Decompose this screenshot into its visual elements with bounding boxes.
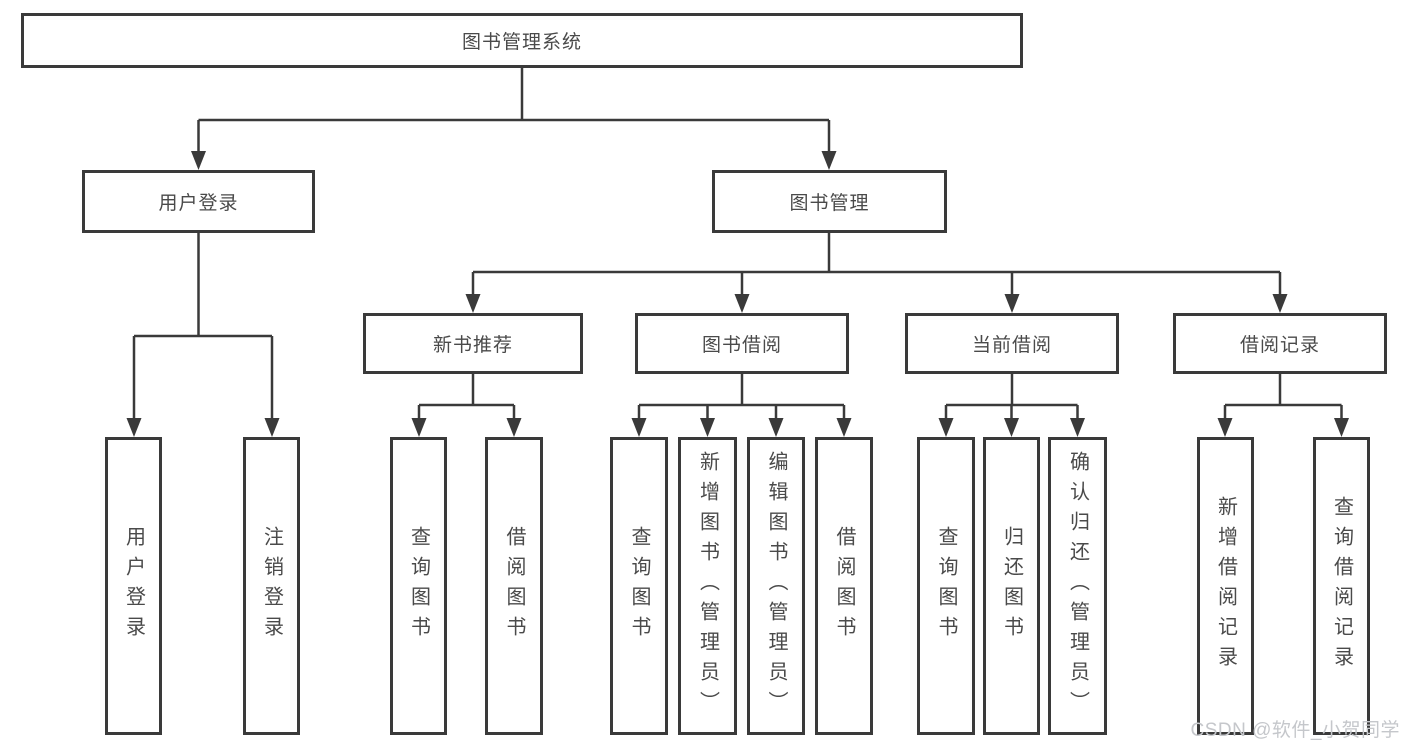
leaf-logout: 注销登录 — [243, 437, 300, 735]
leaf-edit-book-admin-label: 编辑图书（管理员） — [765, 451, 787, 721]
csdn-watermark: CSDN @软件_小贺同学 — [1190, 720, 1400, 741]
leaf-query-book-1-label: 查询图书 — [407, 526, 430, 646]
leaf-return-book: 归还图书 — [983, 437, 1040, 735]
leaf-return-book-label: 归还图书 — [1000, 526, 1023, 646]
node-book-management: 图书管理 — [712, 170, 947, 233]
leaf-add-borrow-record: 新增借阅记录 — [1197, 437, 1254, 735]
leaf-borrow-book-1-label: 借阅图书 — [503, 526, 525, 646]
leaf-query-book-3: 查询图书 — [917, 437, 975, 735]
leaf-query-book-3-label: 查询图书 — [935, 526, 957, 646]
leaf-user-login: 用户登录 — [105, 437, 162, 735]
leaf-edit-book-admin: 编辑图书（管理员） — [747, 437, 805, 735]
leaf-query-book-2-label: 查询图书 — [628, 526, 650, 646]
leaf-query-book-1: 查询图书 — [390, 437, 447, 735]
leaf-confirm-return-admin-label: 确认归还（管理员） — [1066, 451, 1089, 721]
leaf-query-borrow-record-label: 查询借阅记录 — [1330, 496, 1353, 676]
leaf-borrow-book-1: 借阅图书 — [485, 437, 543, 735]
leaf-borrow-book-2-label: 借阅图书 — [833, 526, 855, 646]
leaf-query-book-2: 查询图书 — [610, 437, 668, 735]
leaf-borrow-book-2: 借阅图书 — [815, 437, 873, 735]
node-book-borrow: 图书借阅 — [635, 313, 849, 374]
leaf-query-borrow-record: 查询借阅记录 — [1313, 437, 1370, 735]
node-current-borrow: 当前借阅 — [905, 313, 1119, 374]
leaf-add-book-admin-label: 新增图书（管理员） — [696, 451, 719, 721]
node-new-book-recommend: 新书推荐 — [363, 313, 583, 374]
node-library-system: 图书管理系统 — [21, 13, 1023, 68]
node-borrow-records: 借阅记录 — [1173, 313, 1387, 374]
leaf-add-book-admin: 新增图书（管理员） — [678, 437, 737, 735]
leaf-confirm-return-admin: 确认归还（管理员） — [1048, 437, 1107, 735]
leaf-logout-label: 注销登录 — [260, 526, 283, 646]
node-user-login: 用户登录 — [82, 170, 315, 233]
leaf-add-borrow-record-label: 新增借阅记录 — [1214, 496, 1237, 676]
leaf-user-login-label: 用户登录 — [122, 526, 145, 646]
